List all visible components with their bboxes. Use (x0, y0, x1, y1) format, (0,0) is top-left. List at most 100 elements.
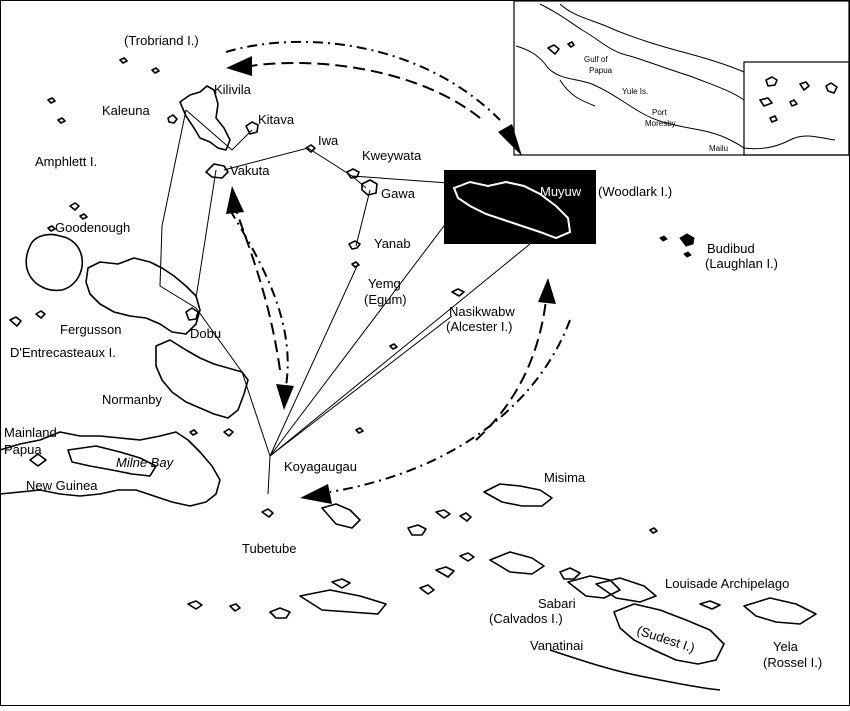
label-milne-bay: Milne Bay (116, 455, 175, 470)
tubetube-island (261, 508, 274, 518)
landmasses (0, 57, 817, 691)
label-alcester: (Alcester I.) (446, 319, 512, 334)
inset-yule-label: Yule Is. (622, 87, 648, 96)
route-koyagaugau-nasikwabw (269, 315, 453, 457)
arrow-right-down-head (300, 484, 332, 504)
sudest-island (613, 603, 725, 665)
label-kaleuna: Kaleuna (102, 103, 150, 118)
label-dentrecasteaux: D'Entrecasteaux I. (10, 345, 116, 360)
label-normanby: Normanby (102, 392, 162, 407)
label-rossel: (Rossel I.) (763, 655, 822, 670)
label-yela: Yela (773, 639, 799, 654)
route-koyagaugau-yemg (269, 263, 359, 457)
label-koyagaugau: Koyagaugau (284, 459, 357, 474)
label-amphlett: Amphlett I. (35, 154, 97, 169)
kula-arrows (225, 40, 571, 504)
dobu-island (185, 307, 199, 321)
label-fergusson: Fergusson (60, 322, 121, 337)
goodenough-island (25, 233, 84, 292)
muyuw-highlight (444, 170, 596, 244)
inset-mailu-label: Mailu (709, 144, 728, 153)
label-louisiade: Louisade Archipelago (665, 576, 789, 591)
label-sabari: Sabari (538, 596, 576, 611)
label-kilivila: Kilivila (214, 82, 252, 97)
label-egum: (Egum) (364, 292, 407, 307)
iwa-island (305, 144, 316, 153)
label-yemg: Yemg (368, 276, 401, 291)
inset-ridge (559, 3, 745, 73)
arrow-mid-down (229, 209, 289, 387)
label-laughlan: (Laughlan I.) (705, 256, 778, 271)
normanby-island (155, 339, 249, 419)
label-iwa: Iwa (318, 133, 339, 148)
amphlett-islands (69, 202, 80, 211)
route-koyagaugau-muyuw-east (269, 243, 531, 457)
label-mainland: Mainland (4, 425, 57, 440)
arrow-right-down (329, 319, 571, 493)
route-vakuta-iwa-gawa (223, 147, 367, 189)
arrow-right-up-head (538, 278, 556, 304)
arrow-top-counter (249, 61, 481, 119)
label-calvados: (Calvados I.) (489, 611, 563, 626)
sabari-island (567, 575, 621, 599)
label-misima: Misima (544, 470, 586, 485)
route-west-loop (159, 109, 271, 457)
place-labels: (Trobriand I.) Kaleuna Kilivila Kitava I… (4, 33, 822, 670)
kitava-island (245, 121, 259, 135)
label-gawa: Gawa (381, 186, 416, 201)
milne-bay-inlet (67, 445, 157, 477)
label-kitava: Kitava (258, 112, 295, 127)
route-kilivila-kitava (185, 109, 253, 151)
arrow-top-counter-head (226, 56, 252, 76)
route-koyagaugau-muyuw (269, 209, 457, 457)
yanab-island (348, 240, 361, 250)
vakuta-island (205, 163, 229, 179)
kaleuna-island (167, 114, 178, 124)
rossel-island (743, 597, 817, 625)
inset-gulf-label: Gulf of (584, 55, 608, 64)
arrow-top-clockwise (225, 40, 501, 121)
arrow-mid-up-head (226, 186, 244, 214)
gawa-island (361, 179, 378, 196)
label-dobu: Dobu (190, 326, 221, 341)
label-nasikwabw: Nasikwabw (449, 304, 515, 319)
route-vakuta-dobu (195, 169, 217, 299)
route-kweywata-muyuw (351, 175, 463, 185)
muyuw-island (452, 180, 572, 240)
misima-island (483, 483, 553, 507)
label-budibud: Budibud (707, 241, 755, 256)
inset-frame (513, 0, 850, 156)
label-kweywata: Kweywata (362, 148, 422, 163)
inset-islands (547, 41, 838, 123)
label-papua: Papua (4, 442, 42, 457)
arrow-mid-down-head (276, 384, 294, 410)
inset-coastline (515, 45, 836, 150)
label-new-guinea: New Guinea (26, 478, 98, 493)
label-vakuta: Vakuta (230, 163, 270, 178)
inset-map: Gulf of Papua Yule Is. Port Moresby Mail… (513, 0, 850, 156)
inset-river (539, 3, 745, 101)
inset-papua-label: Papua (589, 66, 613, 75)
arrow-mid-up (235, 209, 281, 371)
label-trobriand: (Trobriand I.) (124, 33, 199, 48)
label-vanatinai: Vanatinai (530, 638, 583, 653)
louisiade-chain-west (187, 600, 203, 610)
kweywata-island (346, 168, 360, 179)
kilivila-island (179, 85, 231, 151)
vanatinai-reef (549, 649, 721, 691)
route-koyagaugau-tubetube (267, 455, 271, 495)
fergusson-island (85, 257, 201, 335)
inset-inlet (559, 79, 596, 107)
label-goodenough: Goodenough (55, 220, 130, 235)
label-muyuw: Muyuw (540, 184, 582, 199)
trade-routes (159, 109, 531, 495)
label-yanab: Yanab (374, 236, 411, 251)
inset-highlight-box (743, 61, 850, 156)
label-sudest: (Sudest I.) (635, 623, 697, 656)
arrow-top-clockwise-head (498, 124, 522, 156)
route-gawa-yanab (355, 189, 371, 247)
inset-moresby-label: Moresby (645, 119, 676, 128)
inset-port-label: Port (652, 108, 667, 117)
